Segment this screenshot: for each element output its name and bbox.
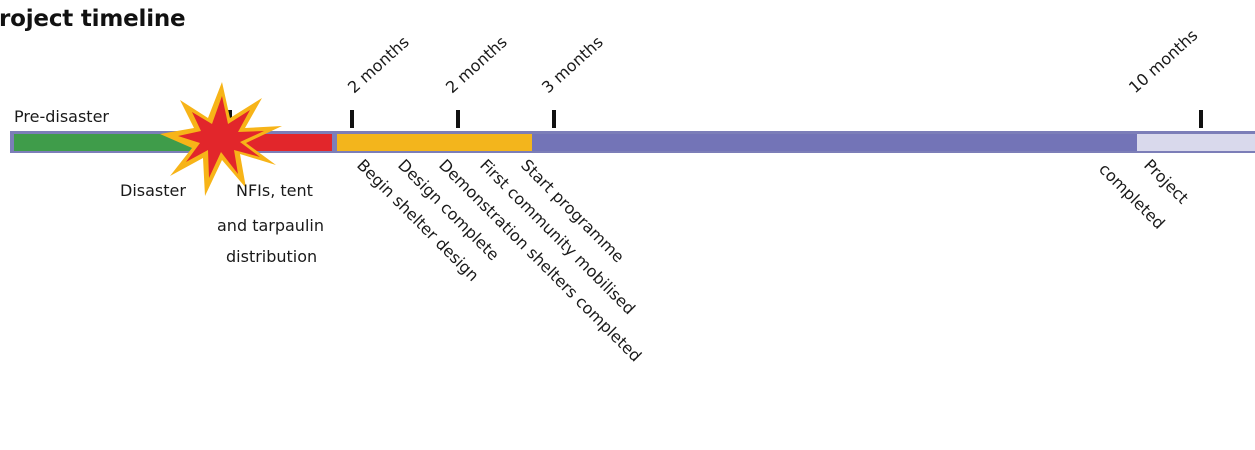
label-nfi-3: distribution xyxy=(226,247,317,266)
page-title: roject timeline xyxy=(0,6,186,32)
month-label: 3 months xyxy=(538,32,607,97)
segment-shelter-design xyxy=(337,134,532,151)
segment-programme xyxy=(532,134,1137,151)
month-label: 10 months xyxy=(1125,25,1201,96)
label-nfi-1: NFIs, tent xyxy=(236,181,313,200)
month-label: 2 months xyxy=(442,32,511,97)
label-nfi-2: and tarpaulin xyxy=(217,216,324,235)
label-pre-disaster: Pre-disaster xyxy=(14,107,109,126)
tick-mark xyxy=(552,110,556,128)
tick-mark xyxy=(1199,110,1203,128)
label-disaster: Disaster xyxy=(120,181,186,200)
label-first-community: First community mobilised xyxy=(476,155,639,318)
segment-completed xyxy=(1137,134,1255,151)
tick-mark xyxy=(456,110,460,128)
segment-pre-disaster xyxy=(14,134,214,151)
tick-mark xyxy=(350,110,354,128)
month-label: 2 months xyxy=(344,32,413,97)
explosion-icon xyxy=(160,82,282,196)
